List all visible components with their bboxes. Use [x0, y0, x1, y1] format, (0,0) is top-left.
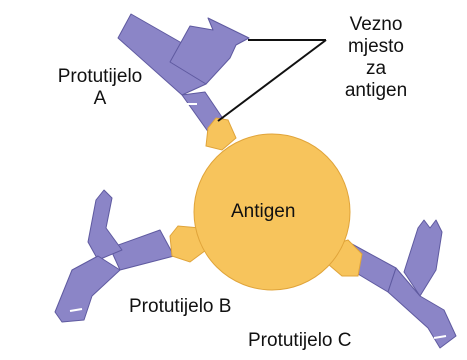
pointer-line-lower	[218, 40, 326, 121]
antibody-c	[338, 220, 456, 348]
antigen-label: Antigen	[231, 201, 295, 223]
antibody-b-lower-arm	[55, 256, 120, 322]
antibody-a-label-line-1: Protutijelo	[38, 66, 162, 88]
antibody-b-label: Protutijelo B	[129, 296, 231, 318]
antibody-a-label-line-2: A	[38, 88, 162, 110]
binding-site-line-2: mjesto	[328, 36, 424, 58]
antibody-a-label: Protutijelo A	[38, 66, 162, 110]
binding-site-line-1: Vezno	[328, 14, 424, 36]
binding-site-line-4: antigen	[328, 80, 424, 102]
binding-site-label: Vezno mjesto za antigen	[328, 14, 424, 102]
binding-site-line-3: za	[328, 58, 424, 80]
antibody-b-upper-arm	[88, 190, 122, 260]
antibody-c-label: Protutijelo C	[248, 330, 352, 352]
